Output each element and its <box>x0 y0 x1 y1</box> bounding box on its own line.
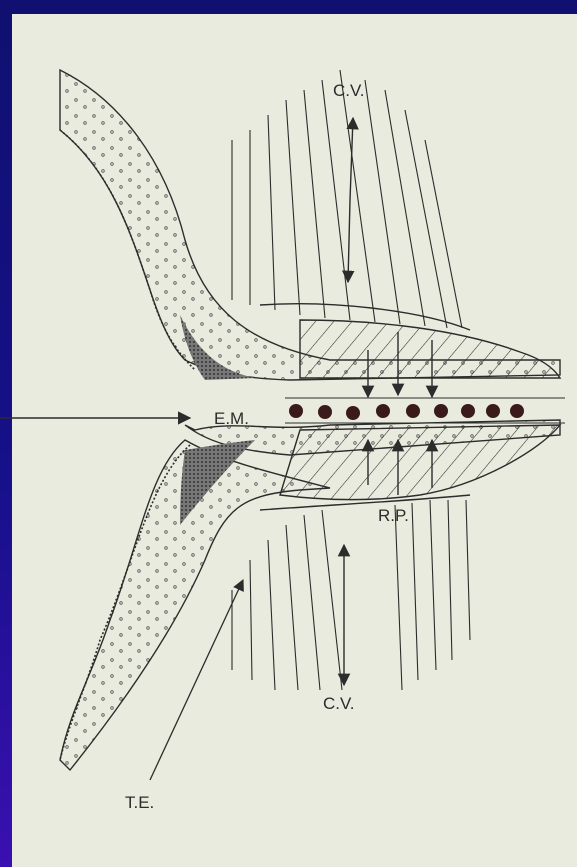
upper-muscle-lines <box>232 70 462 328</box>
midline-dots <box>289 404 524 420</box>
rp-label: R.P. <box>378 506 409 525</box>
cv-bottom-label: C.V. <box>323 694 355 713</box>
em-label: E.M. <box>214 409 249 428</box>
lower-muscle-lines <box>232 500 470 690</box>
upper-hatched-region <box>300 320 560 378</box>
lower-hatched-region <box>280 425 560 500</box>
te-label: T.E. <box>125 793 154 812</box>
cv-top-label: C.V. <box>333 81 365 100</box>
